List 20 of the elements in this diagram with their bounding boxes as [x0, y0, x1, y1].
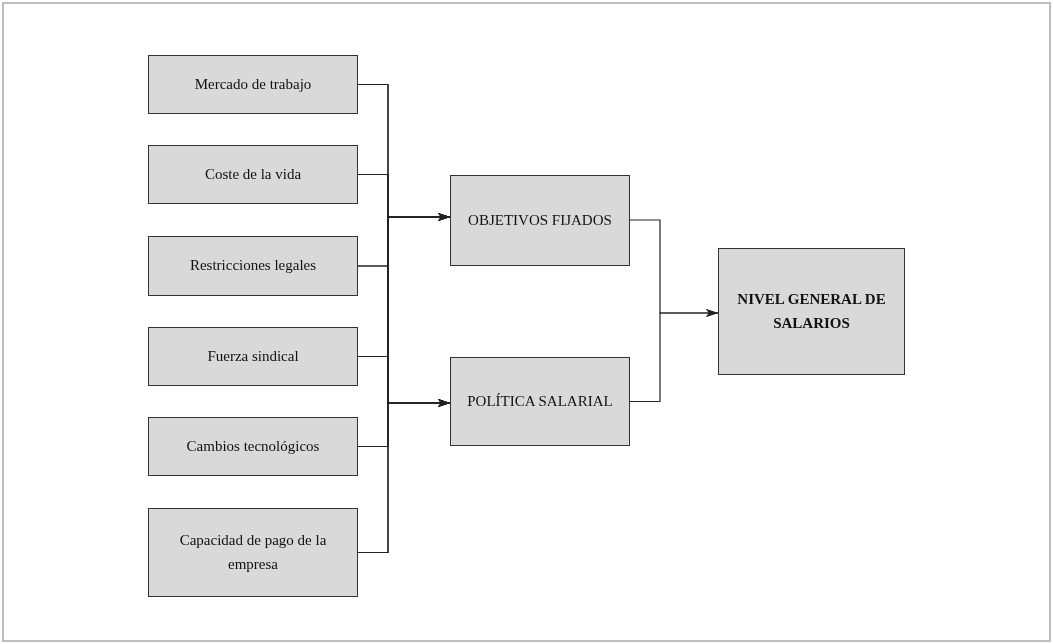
box-label: Capacidad de pago de la empresa: [178, 531, 328, 574]
box-label: Mercado de trabajo: [194, 74, 312, 94]
process-box: [148, 55, 358, 114]
process-box: [148, 327, 358, 386]
process-box: [148, 145, 358, 204]
process-box: [718, 248, 905, 375]
process-box: [148, 236, 358, 296]
box-label: Cambios tecnológicos: [186, 436, 320, 456]
process-box: [148, 508, 358, 597]
box-label: Fuerza sindical: [207, 346, 299, 366]
connector-arrow: [629, 309, 719, 403]
process-box: [450, 175, 630, 266]
process-box: [148, 417, 358, 476]
box-label: Restricciones legales: [189, 256, 317, 276]
box-label: POLÍTICA SALARIAL: [467, 391, 613, 411]
box-label: OBJETIVOS FIJADOS: [468, 210, 612, 230]
process-box: [450, 357, 630, 446]
box-label: NIVEL GENERAL DE SALARIOS: [736, 290, 887, 333]
box-label: Coste de la vida: [204, 164, 302, 184]
connector-arrow: [357, 399, 451, 554]
